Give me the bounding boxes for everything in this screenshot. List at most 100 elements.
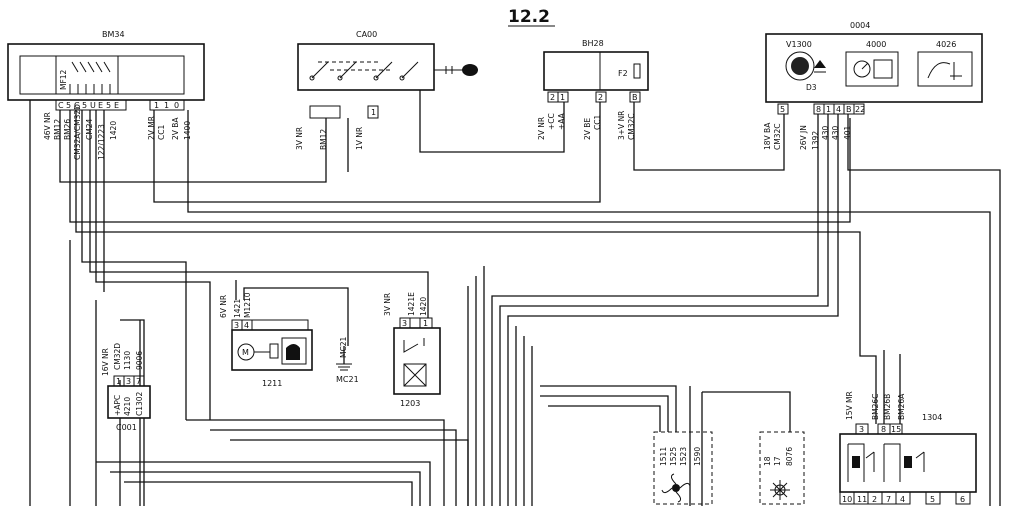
ground-mc21: MC21 MC21: [336, 337, 359, 384]
bh28-wire-2: +AA: [557, 112, 566, 130]
r1304-top-pin-0: 3: [859, 425, 864, 434]
bm34-label: BM34: [102, 30, 125, 39]
svg-text:E: E: [114, 101, 119, 110]
diagnostic-connector-c001: 16V NR CM32D 1130 9006 1 3 7 +APC 4210 C…: [101, 343, 151, 432]
ca00-wire-0: 3V NR: [295, 127, 304, 150]
relay-box-1304: 15V MR BM26C BM26B BM26A 1304 3 8 15 10 …: [839, 391, 977, 505]
bh28-pin-1: 1: [560, 93, 565, 102]
fan-connector: 1511 1525 1523 1590: [653, 431, 713, 505]
r1304-wire-1: BM26C: [871, 394, 880, 420]
bm34-wire-0: 46V NR: [43, 112, 52, 140]
c001-inner-1: 4210: [123, 397, 132, 416]
r1304-bottom-pin-1: 11: [857, 495, 867, 504]
fan2-connector: 18 17 8076: [759, 431, 805, 505]
panel-pin-4: B: [846, 105, 852, 114]
relay-1203: 3V NR 1421E 1420 3 1 1203: [383, 292, 441, 408]
i4000-label: 4000: [866, 40, 886, 49]
r1203-pin-0: 3: [402, 319, 407, 328]
pump-icon: [281, 337, 307, 365]
v1300-label: V1300: [786, 40, 812, 49]
r1304-top-pin-1: 8: [881, 425, 886, 434]
ca00-switch: CA00 1 3V NR BM12 1V NR: [295, 30, 478, 150]
r1304-label: 1304: [922, 413, 942, 422]
c001-pin-1: 3: [126, 377, 131, 386]
fan-icon: [661, 473, 691, 503]
svg-text:C: C: [74, 101, 80, 110]
panel-pin-0: 5: [780, 105, 785, 114]
panel-pin-1: 8: [816, 105, 821, 114]
r1304-bottom-pin-3: 7: [886, 495, 891, 504]
c001-wire-1: CM32D: [113, 343, 122, 370]
r1304-bottom-pin-2: 2: [872, 495, 877, 504]
motor-icon: M: [237, 343, 279, 361]
bm34-wire-5: 122/1223: [97, 124, 106, 160]
mc21-wire: MC21: [339, 337, 348, 358]
ca00-label: CA00: [356, 30, 377, 39]
d3-label: D3: [806, 83, 817, 92]
r1203-label: 1203: [400, 399, 420, 408]
fan2-wire-2: 8076: [785, 447, 794, 466]
ca00-pin-0: 1: [371, 108, 376, 117]
bm34-wire-labels: 46V NR BM12 BM26 CM32A/CM32D CM24 122/12…: [43, 104, 192, 160]
r1203-wire-1: 1421E: [407, 292, 416, 316]
m1211-pin-0: 3: [234, 321, 239, 330]
c001-wire-0: 16V NR: [101, 348, 110, 376]
svg-text:1: 1: [154, 101, 159, 110]
panel-wire-0: 18V BA: [763, 122, 772, 150]
mc21-label: MC21: [336, 375, 359, 384]
panel-wire-2: 26V JN: [799, 125, 808, 150]
panel-pin-3: 4: [836, 105, 841, 114]
svg-text:U: U: [90, 101, 96, 110]
panel-0004-label: 0004: [850, 21, 870, 30]
fan-star-icon: [770, 480, 790, 500]
relay-switch-icon: [403, 338, 425, 353]
bh28-wire-4: CC1: [593, 115, 602, 130]
instrument-panel-0004: 0004 V1300 D3 4000 4026 5 8: [763, 21, 983, 151]
r1304-wire-3: BM26A: [897, 393, 906, 420]
r1304-bottom-pin-5: 5: [930, 495, 935, 504]
svg-text:5: 5: [66, 101, 71, 110]
r1203-wire-2: 1420: [419, 297, 428, 316]
svg-text:M: M: [242, 348, 249, 357]
r1304-wire-0: 15V MR: [845, 391, 854, 420]
fan2-wire-1: 17: [773, 456, 782, 466]
bm34-wire-2: BM26: [63, 119, 72, 140]
panel-wire-1: CM32C: [773, 124, 782, 151]
bh28-wire-1: +CC: [547, 113, 556, 130]
temperature-gauge-icon: [927, 62, 962, 80]
bh28-wire-0: 2V NR: [537, 117, 546, 140]
bm34-wire-1: BM12: [53, 119, 62, 140]
fan-wire-0: 1511: [659, 447, 668, 466]
svg-text:C: C: [58, 101, 64, 110]
m1211-wire-2: M1210: [243, 292, 252, 318]
ca00-wire-1: BM12: [319, 129, 328, 150]
panel-pin-5: 22: [855, 105, 865, 114]
relay-coil-b-icon: [883, 443, 925, 482]
bm34-wire-8: CC1: [157, 125, 166, 140]
c001-label: C001: [116, 423, 137, 432]
svg-text:5: 5: [106, 101, 111, 110]
r1203-pin-1: 1: [423, 319, 428, 328]
bh28-wire-5: 3+V NR: [617, 111, 626, 140]
bh28-pin-0: 2: [550, 93, 555, 102]
fan-wire-2: 1523: [679, 447, 688, 466]
bm34-wire-3: CM32A/CM32D: [73, 104, 82, 160]
wiring-traces: [29, 90, 1001, 506]
c001-inner-0: +APC: [113, 395, 122, 416]
key-icon: [434, 64, 478, 76]
r1304-bottom-pin-0: 10: [842, 495, 852, 504]
c001-wire-2: 1130: [123, 351, 132, 370]
c001-wire-3: 9006: [135, 351, 144, 370]
bh28-label: BH28: [582, 39, 604, 48]
r1304-bottom-pin-4: 4: [900, 495, 905, 504]
gauge-4000-icon: [853, 59, 893, 79]
i4026-label: 4026: [936, 40, 956, 49]
relay-coil-icon: [403, 363, 427, 387]
bh28-wire-3: 2V BE: [583, 118, 592, 140]
svg-text:0: 0: [174, 101, 179, 110]
m1211-wire-1: 1421: [233, 299, 242, 318]
bh28-fusebox: BH28 F2 2 1 2 B 2V NR +CC +AA 2V BE CC1 …: [537, 39, 649, 140]
page-title: 12.2: [508, 7, 550, 27]
